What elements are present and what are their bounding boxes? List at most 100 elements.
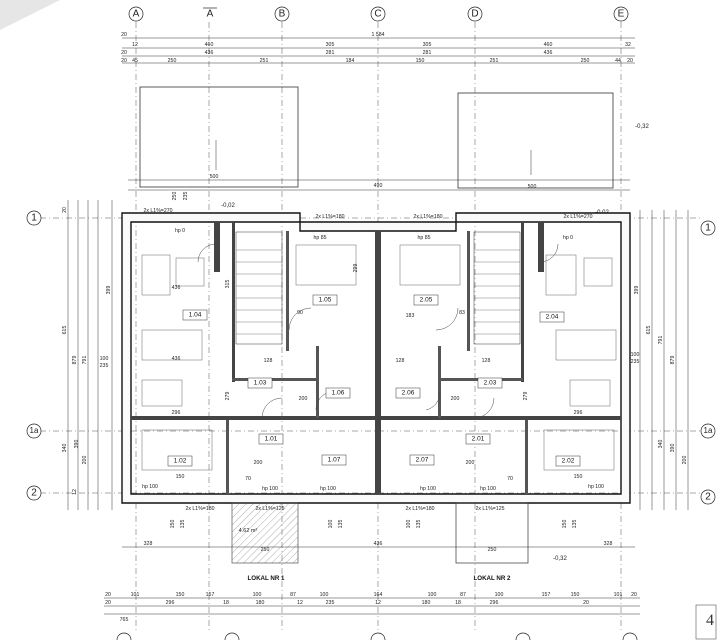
dim-left: 12: [72, 489, 78, 495]
dim-interior: 279: [523, 392, 529, 401]
dim-below: 436: [374, 541, 383, 547]
dim-bottom: 296: [490, 600, 499, 606]
dim-left: 235: [100, 363, 109, 369]
dim-small: 20: [121, 32, 127, 38]
scan-corner-shadow: [0, 0, 60, 30]
dim-interior: 436: [172, 356, 181, 362]
dim-right: 100: [631, 352, 640, 358]
hp-label: hp 100: [480, 486, 496, 492]
page-number-mark: 4: [706, 612, 714, 629]
dim-entry: 2x L1%=125: [256, 506, 285, 512]
staircase-left: [235, 231, 283, 345]
room-labels-right: 2.05 2.04 2.06 2.03 2.01 2.07 2.02: [395, 294, 581, 467]
level-label: -0,32: [635, 124, 649, 130]
dim-interior: 296: [172, 410, 181, 416]
dim-left: 399: [106, 286, 112, 295]
dim-left: 340: [62, 444, 68, 453]
dim-row3: 436: [205, 50, 214, 56]
dim-entry: 135: [180, 520, 186, 529]
dim-small: 45: [132, 58, 138, 64]
dim-entry: 100: [328, 520, 334, 529]
lintel-label: 2x L1%=180: [316, 214, 345, 220]
dim-bottom: 150: [176, 592, 185, 598]
room-label: 2.01: [472, 436, 485, 443]
furniture: [141, 244, 617, 471]
axis-bubbles-bottom: [116, 632, 638, 640]
lokal-2-label: LOKAL NR 2: [473, 575, 511, 582]
dim-small: 20: [627, 58, 633, 64]
room-label: 1.05: [319, 297, 332, 304]
dim-small: 44: [615, 58, 621, 64]
dim-interior: 183: [406, 313, 415, 319]
dim-interior: 70: [245, 476, 251, 482]
dim-interior: 90: [297, 310, 303, 316]
dim-row4: 250: [168, 58, 177, 64]
room-label: 2.06: [402, 390, 415, 397]
room-label: 2.03: [484, 380, 497, 387]
dim-bottom: 20: [105, 592, 111, 598]
area-label: 4.62 m²: [239, 528, 258, 534]
dim-bottom: 296: [166, 600, 175, 606]
dim-interior: 128: [264, 358, 273, 364]
dim-bottom: 20: [631, 592, 637, 598]
dim-bottom: 180: [256, 600, 265, 606]
dim-entry: 2x L1%=180: [406, 506, 435, 512]
dim-bottom: 12: [375, 600, 381, 606]
dim-bottom: 100: [253, 592, 262, 598]
dim-row3: 281: [326, 50, 335, 56]
dim-interior: 83: [459, 310, 465, 316]
dim-interior: 436: [172, 285, 181, 291]
hp-label: hp 0: [563, 235, 573, 241]
dim-bottom: 150: [571, 592, 580, 598]
dim-entry: 150: [170, 520, 176, 529]
axis-bubbles-left: 1 1a 2: [26, 210, 42, 501]
dim-upper: 500: [210, 174, 219, 180]
dim-bottom: 12: [297, 600, 303, 606]
axis-e-label: E: [618, 9, 625, 20]
entrance-left: 4.62 m² 2x L1%=180 2x L1%=125 150 135 10…: [170, 502, 344, 564]
lintel-label: 2x L1%=270: [144, 208, 173, 214]
room-label: 2.04: [546, 314, 559, 321]
dim-interior: 200: [299, 396, 308, 402]
interior-dimensions: 436 315 299 183 90 83 128 128 128 436 27…: [172, 264, 583, 482]
hp-label: hp 85: [314, 235, 327, 241]
room-label: 1.02: [174, 458, 187, 465]
room-label: 1.07: [328, 457, 341, 464]
dim-entry: 135: [416, 520, 422, 529]
dim-below: 250: [261, 547, 270, 553]
dim-interior: 315: [225, 280, 231, 289]
axis-bubbles-top: A A B C D E: [128, 6, 629, 22]
hp-label: hp 100: [588, 484, 604, 490]
dim-small: 20: [121, 50, 127, 56]
dim-interior: 299: [353, 264, 359, 273]
dim-right: 340: [658, 440, 664, 449]
hp-label: hp 100: [420, 486, 436, 492]
dim-bottom: 87: [460, 592, 466, 598]
dimension-chain-below: 328 250 436 250 328: [122, 541, 635, 553]
dim-left: 879: [72, 356, 78, 365]
lokal-1-label: LOKAL NR 1: [247, 575, 285, 582]
dimension-chains-top: 1 584 460 305 305 460 436 281 281 436 25…: [121, 32, 635, 64]
dim-bottom: 180: [422, 600, 431, 606]
dim-below: 328: [144, 541, 153, 547]
dim-row4: 184: [346, 58, 355, 64]
dim-upper: 490: [374, 183, 383, 189]
dim-row4: 150: [416, 58, 425, 64]
dim-bottom: 100: [428, 592, 437, 598]
axis-1-left: 1: [31, 213, 37, 224]
dim-row4: 251: [260, 58, 269, 64]
hp-label: hp 100: [142, 484, 158, 490]
dim-left: 200: [82, 456, 88, 465]
dim-interior: 70: [507, 476, 513, 482]
dim-left: 100: [100, 356, 109, 362]
dim-interior: 128: [482, 358, 491, 364]
sill-height-labels: hp 0 hp 85 hp 85 hp 0 hp 100 hp 100 hp 1…: [142, 228, 604, 492]
room-label: 1.03: [254, 380, 267, 387]
axis-2-left: 2: [31, 488, 37, 499]
dim-small: 12: [132, 42, 138, 48]
room-label: 2.07: [416, 457, 429, 464]
dim-bottom: 18: [223, 600, 229, 606]
axis-1-right: 1: [705, 223, 711, 234]
dim-left: 615: [62, 326, 68, 335]
dim-left: 390: [74, 440, 80, 449]
